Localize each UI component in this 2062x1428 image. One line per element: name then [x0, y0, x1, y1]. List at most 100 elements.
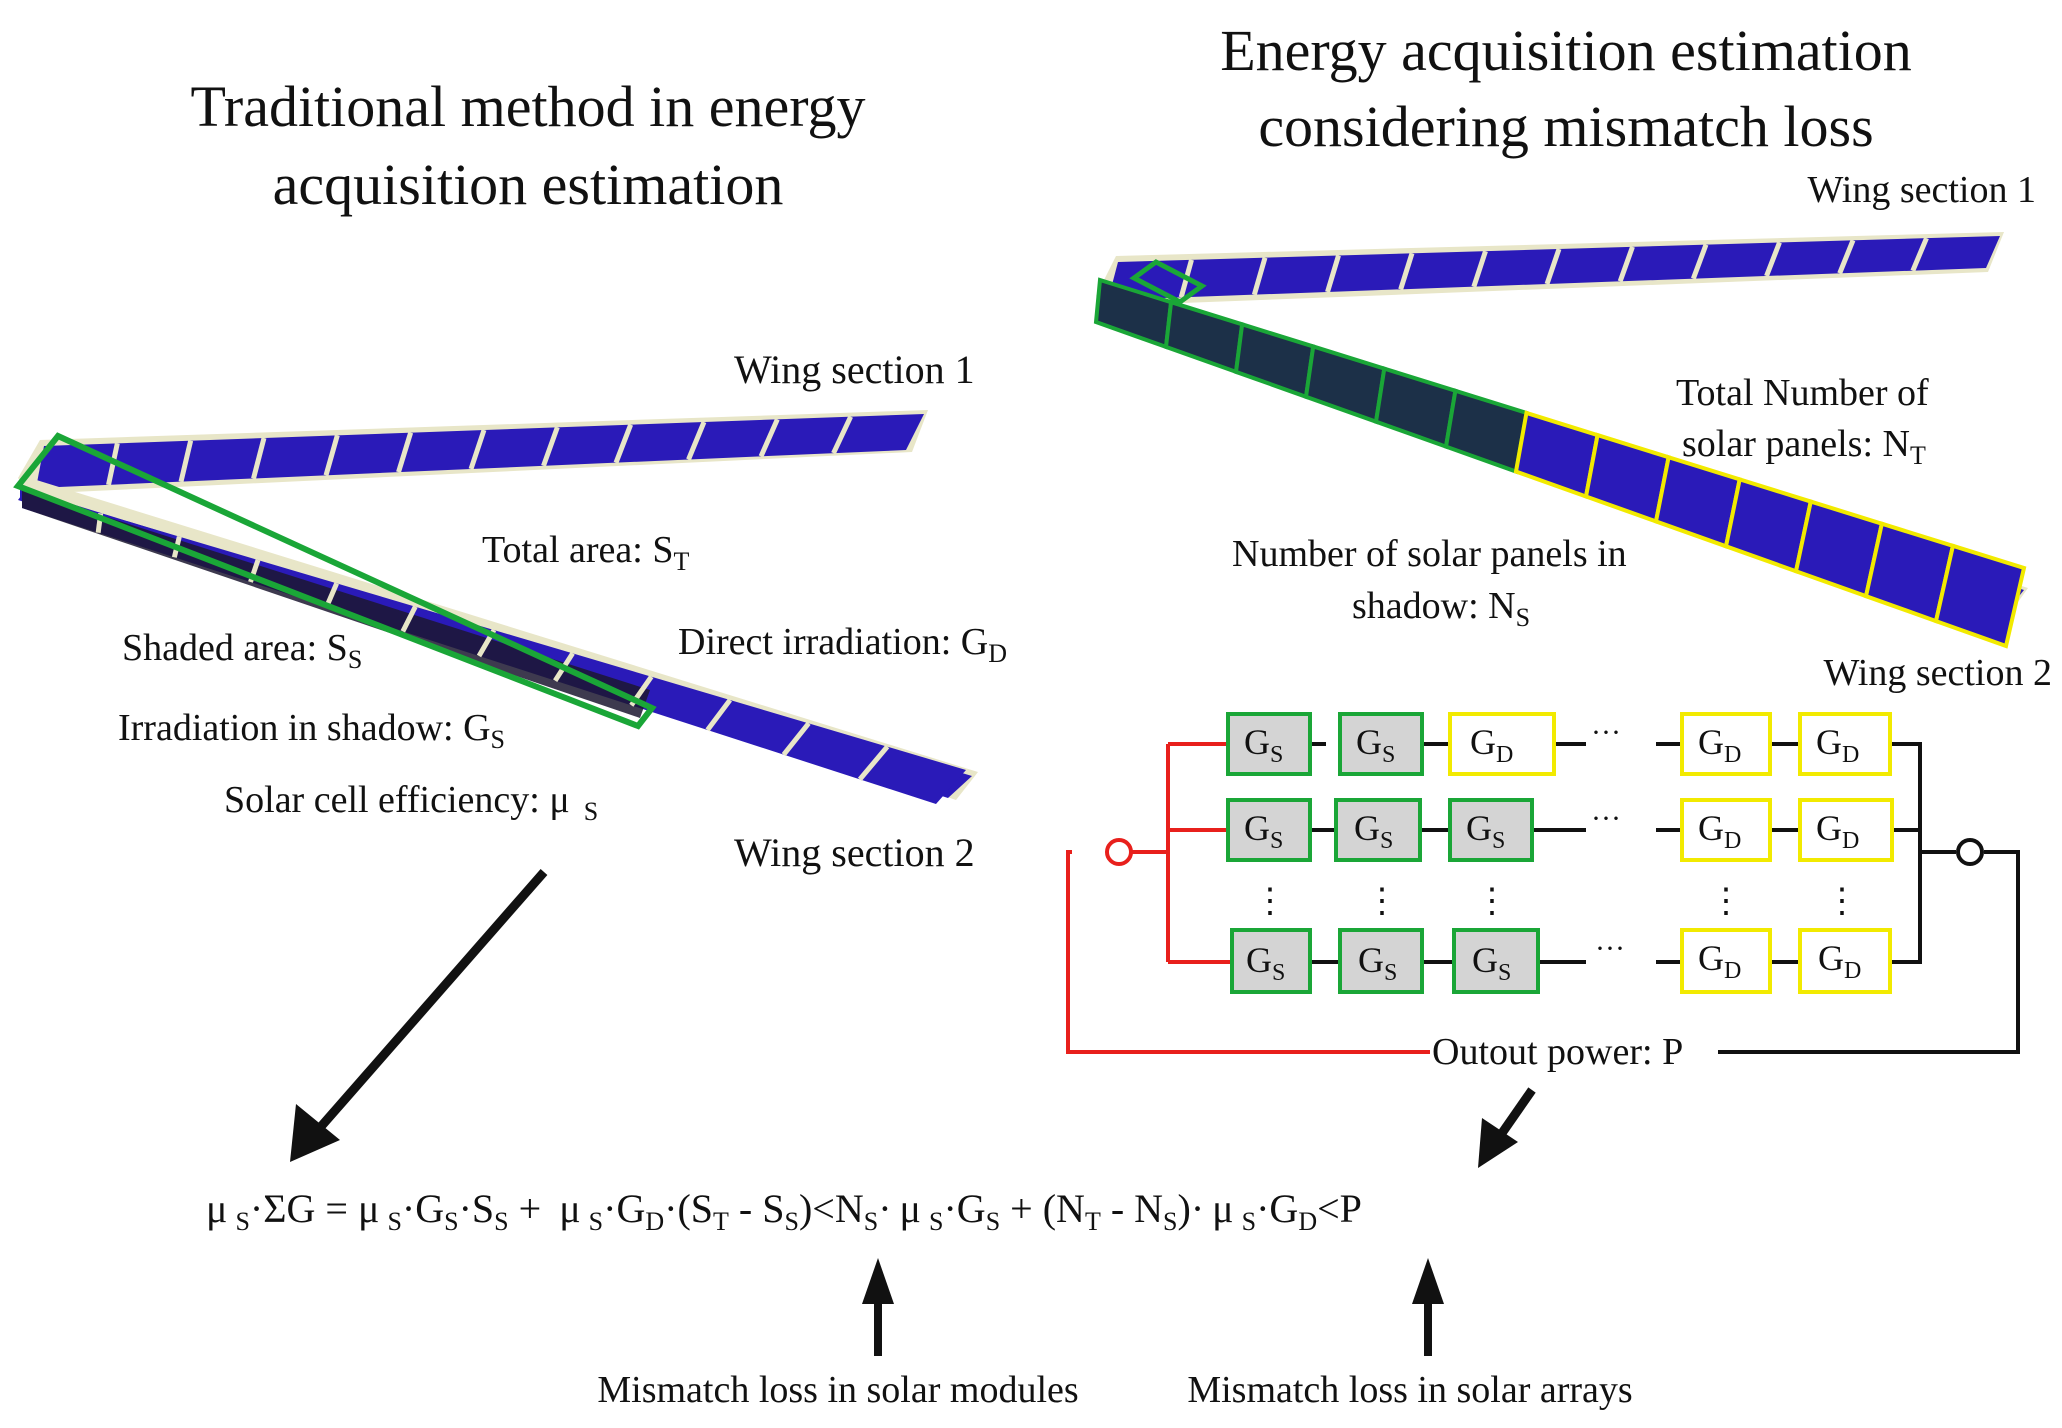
vdots: ⋮	[1253, 883, 1287, 920]
wing-rib	[178, 440, 194, 483]
wing-rib	[1251, 256, 1268, 296]
cell-label: GD	[1818, 938, 1861, 984]
direct-irradiation-label: Direct irradiation: GD	[678, 621, 1007, 668]
array-mismatch-label: Mismatch loss in solar arrays	[1187, 1369, 1632, 1411]
shadow-irradiation-label: Irradiation in shadow: GS	[118, 707, 505, 754]
wing-rib	[758, 418, 780, 458]
right-title-line1: Energy acquisition estimation	[1220, 18, 1912, 83]
wing-rib	[857, 745, 890, 781]
right-labels: Wing section 1 Total Number of solar pan…	[1232, 169, 2052, 694]
wing-rib	[613, 423, 633, 464]
wing-rib	[251, 437, 267, 480]
left-labels: Wing section 1 Wing section 2 Total area…	[118, 347, 1007, 875]
wing-rib	[1471, 250, 1488, 288]
right-diagonal-arrow	[1478, 1087, 1536, 1168]
cell-shadow	[1338, 712, 1424, 776]
cell-direct	[1680, 712, 1772, 776]
right-root-outline	[1129, 259, 1207, 305]
vdots: ⋮	[1825, 883, 1859, 920]
total-panels-line1: Total Number of	[1676, 372, 1929, 414]
cell-direct	[1798, 712, 1892, 776]
cell-label: GS	[1354, 808, 1393, 854]
arrows	[290, 869, 1536, 1356]
cell-label: GD	[1470, 722, 1513, 768]
cell-direct	[1448, 712, 1556, 776]
wing-rib	[323, 434, 340, 477]
cell-label: GS	[1466, 808, 1505, 854]
left-wing2-label: Wing section 2	[734, 830, 975, 875]
left-wing1-panels	[36, 414, 924, 488]
row-ellipsis: ···	[1591, 802, 1621, 835]
circuit-output-node	[1956, 838, 1984, 866]
left-wing1-label: Wing section 1	[734, 347, 975, 392]
cell-label: GS	[1244, 722, 1283, 768]
vdots: ⋮	[1709, 883, 1743, 920]
shadow-panels-line1: Number of solar panels in	[1232, 533, 1627, 575]
wing-rib	[1910, 237, 1929, 272]
shadow-panel	[1233, 321, 1316, 400]
wing-rib	[686, 421, 707, 461]
module-mismatch-label: Mismatch loss in solar modules	[597, 1369, 1078, 1411]
module-up-arrow	[862, 1258, 894, 1356]
right-wing2-cell-grid	[1093, 277, 2027, 649]
wing-rib	[705, 698, 732, 732]
wing-rib	[1837, 239, 1856, 275]
cell-direct	[1680, 798, 1772, 862]
circuit-row-2: GS GS GS ··· GD GD	[1226, 798, 1894, 862]
wing-rib	[468, 429, 487, 470]
left-wing-illustration	[13, 410, 978, 804]
wing-rib	[1398, 252, 1415, 291]
cell-label: GS	[1244, 808, 1283, 854]
circuit-row-n: GS GS GS ··· GD GD	[1230, 928, 1892, 994]
cell-direct	[1680, 928, 1772, 994]
array-up-arrow	[1412, 1258, 1444, 1356]
vdots: ⋮	[1365, 883, 1399, 920]
wing-rib	[396, 431, 414, 473]
left-shaded-outline	[13, 432, 657, 730]
right-title-line2: considering mismatch loss	[1258, 94, 1873, 159]
right-wing2-label: Wing section 2	[1823, 652, 2052, 694]
cell-direct	[1798, 928, 1892, 994]
wing-rib	[1325, 254, 1341, 293]
wing-rib	[400, 605, 418, 633]
circuit-input-node	[1105, 838, 1133, 866]
total-area-label: Total area: ST	[482, 529, 689, 576]
cell-label: GD	[1698, 808, 1741, 854]
bottom-labels: Mismatch loss in solar modules Mismatch …	[597, 1369, 1632, 1411]
cell-shadow	[1226, 712, 1312, 776]
shaded-area-label: Shaded area: SS	[122, 627, 362, 674]
cell-direct	[1798, 798, 1894, 862]
shadow-panels-line2: shadow: NS	[1352, 585, 1530, 632]
cell-label: GD	[1698, 722, 1741, 768]
right-wing1-label: Wing section 1	[1807, 169, 2036, 211]
wing-rib	[1617, 245, 1635, 283]
shadow-panel	[1443, 388, 1529, 475]
direct-panel	[1933, 543, 2027, 649]
wing-rib	[1690, 243, 1709, 280]
circuit-red-wiring	[1066, 742, 1430, 1054]
cell-label: GS	[1356, 722, 1395, 768]
right-wing1-ribs	[1178, 237, 1929, 298]
left-diagonal-arrow	[290, 869, 548, 1162]
left-title: Traditional method in energy acquisition…	[191, 74, 866, 217]
wing-rib	[831, 415, 853, 455]
wing-rib	[541, 426, 560, 467]
cell-shadow	[1452, 928, 1540, 994]
cell-label: GD	[1698, 938, 1741, 984]
cell-shadow	[1230, 928, 1312, 994]
right-wing-illustration	[1093, 232, 2028, 649]
direct-panel	[1583, 432, 1671, 525]
cell-shadow	[1448, 798, 1534, 862]
circuit-vertical-dots: ⋮ ⋮ ⋮ ⋮ ⋮	[1253, 883, 1859, 920]
shadow-panel	[1163, 299, 1245, 375]
output-power-label: Outout power: P	[1432, 1031, 1683, 1073]
vdots: ⋮	[1475, 883, 1509, 920]
circuit-black-wiring	[1310, 742, 2020, 1054]
circuit-row-1: GS GS GD ··· GD GD	[1226, 712, 1892, 776]
direct-panel	[1513, 410, 1600, 500]
cell-label: GD	[1816, 722, 1859, 768]
